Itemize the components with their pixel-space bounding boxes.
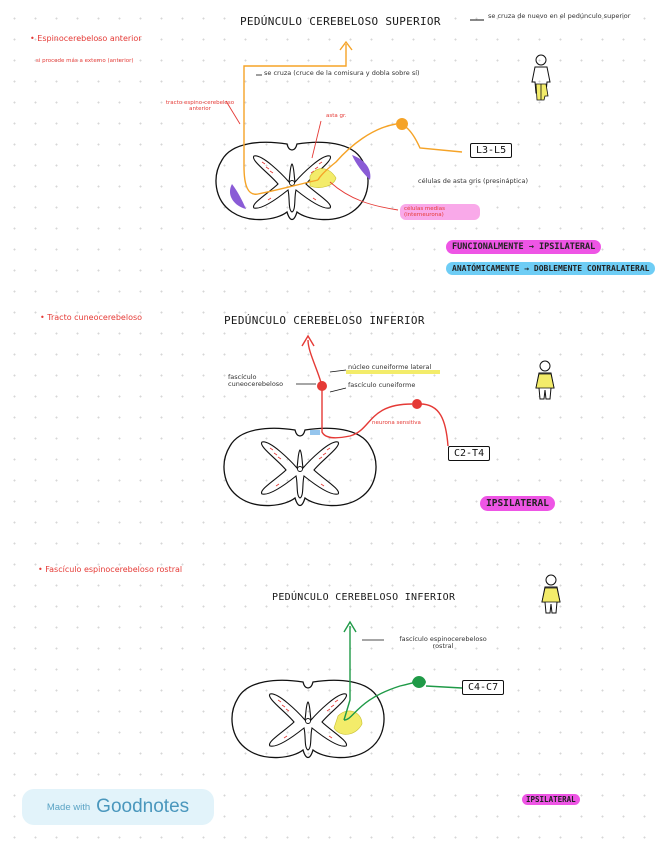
section1-interneuron-label: células medias (interneurona) bbox=[400, 204, 480, 220]
section3-heading: • Fascículo espinocerebeloso rostral bbox=[38, 566, 182, 575]
section2-left-label: fascículo cuneocerebeloso bbox=[228, 374, 298, 388]
section2-label-c: neurona sensitiva bbox=[372, 420, 421, 426]
body-highlight-3 bbox=[542, 588, 560, 602]
section1-title: PEDÚNCULO CEREBELOSO SUPERIOR bbox=[240, 16, 441, 28]
made-with-label: Made with bbox=[47, 802, 90, 813]
label-ipsilateral-2: IPSILATERAL bbox=[480, 496, 555, 511]
section1-heading: • Espinocerebeloso anterior bbox=[30, 35, 142, 44]
section1-cell-label: células de asta gris (presináptica) bbox=[418, 178, 528, 185]
gray-matter-highlight bbox=[310, 169, 336, 188]
section1-tract-label: tracto espino-cerebeloso anterior bbox=[162, 100, 238, 112]
section3-title: PEDÚNCULO CEREBELOSO INFERIOR bbox=[272, 592, 455, 603]
section1-title-note: se cruza de nuevo en el pedúnculo superi… bbox=[488, 13, 648, 20]
section1-subheading: si procede más a externo (anterior) bbox=[36, 58, 134, 64]
goodnotes-logo: Goodnotes bbox=[96, 796, 189, 818]
section2-label-b: fascículo cuneiforme bbox=[348, 382, 415, 389]
label-funcionalmente: FUNCIONALMENTE → IPSILATERAL bbox=[446, 240, 601, 254]
gray-matter-highlight-3 bbox=[334, 711, 362, 734]
section2-title: PEDÚNCULO CEREBELOSO INFERIOR bbox=[224, 315, 425, 327]
section1-mid-note: se cruza (cruce de la comisura y dobla s… bbox=[264, 70, 420, 77]
goodnotes-badge[interactable]: Made with Goodnotes bbox=[22, 789, 214, 825]
body-highlight-2 bbox=[536, 374, 554, 388]
section2-heading: • Tracto cuneocerebeloso bbox=[40, 314, 142, 323]
section1-small-label: asta gr. bbox=[326, 113, 347, 119]
segment-c4-c7: C4-C7 bbox=[462, 680, 504, 695]
left-tract-purple bbox=[230, 184, 246, 209]
body-highlight-1 bbox=[536, 84, 548, 100]
neuron-body-green bbox=[412, 676, 426, 688]
label-anatomicamente: ANATÓMICAMENTE → DOBLEMENTE CONTRALATERA… bbox=[446, 262, 655, 275]
section3-note: fascículo espinocerebeloso rostral bbox=[388, 636, 498, 650]
section2-label-a: núcleo cuneiforme lateral bbox=[348, 364, 431, 371]
segment-l3-l5: L3-L5 bbox=[470, 143, 512, 158]
label-ipsilateral-3: IPSILATERAL bbox=[522, 794, 580, 805]
segment-c2-t4: C2-T4 bbox=[448, 446, 490, 461]
neuron-body-orange bbox=[396, 118, 408, 130]
